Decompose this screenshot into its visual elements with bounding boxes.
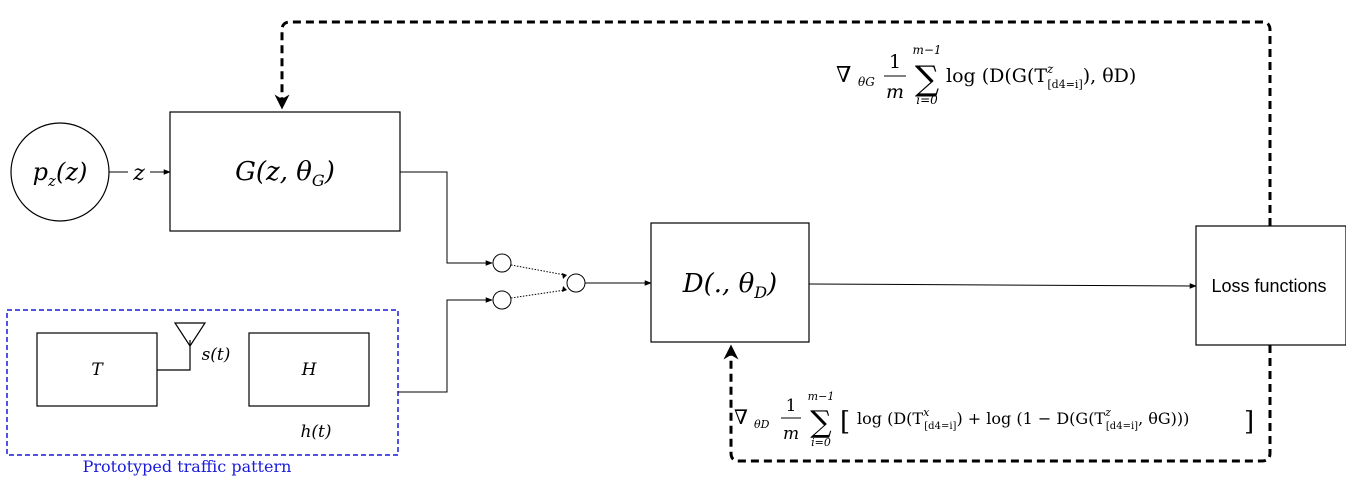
generator-output-line [400,171,493,266]
disc-sum-bottom: i=0 [811,436,831,449]
loss-node: Loss functions [1195,225,1346,346]
disc-nabla-sub: θD [754,418,770,431]
generator-feedback-arrow [274,20,1272,226]
discriminator-label: D(., θD) [682,269,777,302]
transmitter-label: T [91,360,104,380]
generator-node: G(z, θG) [169,111,401,232]
disc-sum-top: m−1 [808,390,835,403]
svg-text:∑: ∑ [810,405,832,440]
svg-text:[: [ [840,407,850,437]
traffic-group-border [6,309,399,456]
disc-nabla: ∇ [734,405,748,429]
z-label: z [132,161,145,186]
gen-nabla: ∇ [836,63,851,88]
source-node: pz(z) [10,122,110,222]
disc-body: log (D(Tx[d4=i]) + log (1 − D(G(Tz[d4=i]… [857,406,1189,432]
gen-frac-num: 1 [889,51,901,73]
channel-node [248,332,370,407]
switch-icon [492,253,586,310]
traffic-group-label: Prototyped traffic pattern [83,457,292,476]
gen-sum-bottom: i=0 [916,93,938,107]
discriminator-gradient-formula: ∇ θD 1 m m−1 ∑ i=0 [ log (D(Tx[d4=i]) + … [734,390,1254,449]
gen-frac-den: m [886,81,904,103]
discriminator-output-line [808,283,1197,289]
real-data-line [398,297,493,393]
channel-label: H [301,360,318,380]
loss-label: Loss functions [1211,276,1326,296]
svg-text:∑: ∑ [915,59,939,99]
generator-gradient-formula: ∇ θG 1 m m−1 ∑ i=0 log (D(G(Tz[d4=i]), θ… [836,43,1136,107]
transmitter-node [36,332,158,407]
s-signal-label: s(t) [202,345,231,365]
disc-frac-den: m [783,424,799,444]
gen-sum-top: m−1 [912,43,941,57]
gen-nabla-sub: θG [858,75,875,89]
discriminator-feedback-arrow [723,344,1272,463]
discriminator-node: D(., θD) [650,222,810,343]
traffic-group: Prototyped traffic pattern T s(t) H h(t) [6,309,399,476]
svg-text:]: ] [1244,407,1254,437]
generator-label: G(z, θG) [235,157,335,190]
z-connector: z [109,158,171,186]
source-label: pz(z) [33,158,88,190]
h-signal-label: h(t) [300,422,331,442]
antenna-icon [157,322,207,371]
disc-frac-num: 1 [786,396,797,416]
gen-body: log (D(G(Tz[d4=i]), θD) [946,62,1136,91]
